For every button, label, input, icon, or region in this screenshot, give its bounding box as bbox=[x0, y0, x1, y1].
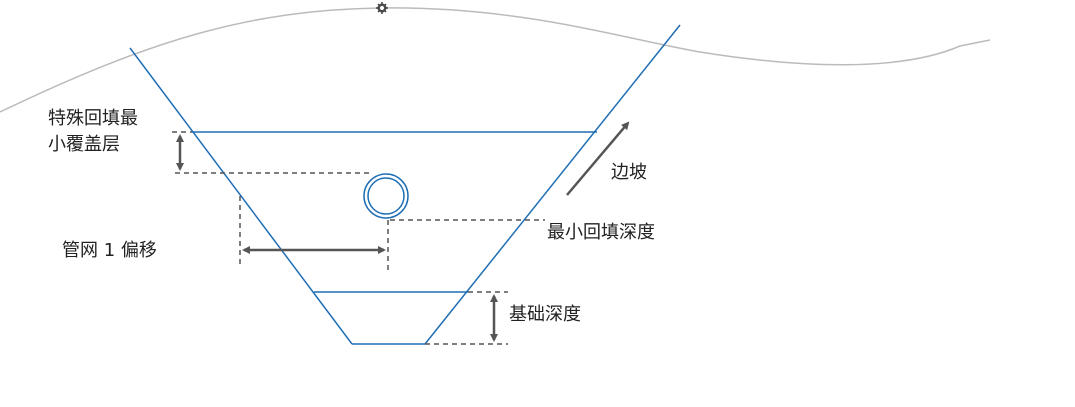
trench-outline bbox=[129, 24, 681, 345]
cover-label-line2: 小覆盖层 bbox=[48, 134, 120, 155]
slope-label: 边坡 bbox=[611, 162, 647, 183]
cover-label-line1: 特殊回填最 bbox=[48, 108, 138, 129]
slope-arrow bbox=[566, 121, 630, 196]
min-backfill-depth-label: 最小回填深度 bbox=[547, 222, 655, 243]
pipe-offset-label: 管网 1 偏移 bbox=[62, 240, 157, 261]
gear-icon bbox=[376, 2, 388, 14]
foundation-depth-label: 基础深度 bbox=[509, 304, 581, 325]
ground-line bbox=[0, 7, 991, 113]
pipe bbox=[363, 173, 409, 219]
dimension-lines bbox=[172, 131, 545, 345]
